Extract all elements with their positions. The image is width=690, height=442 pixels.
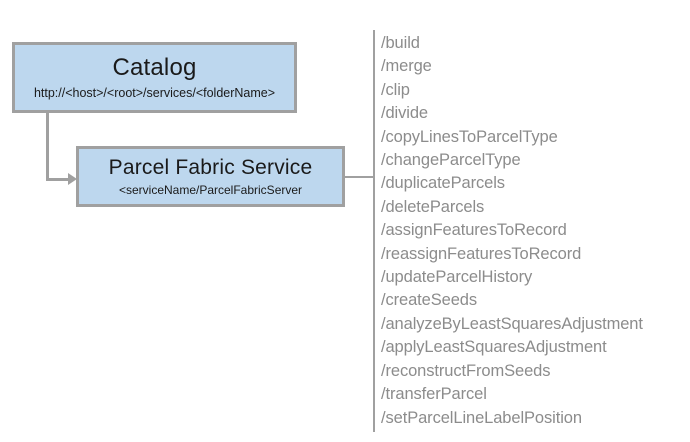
operation-item: /createSeeds bbox=[381, 291, 478, 310]
node-service-title: Parcel Fabric Service bbox=[108, 155, 313, 179]
operation-item: /reassignFeaturesToRecord bbox=[381, 244, 582, 263]
operation-item: /analyzeByLeastSquaresAdjustment bbox=[381, 314, 643, 333]
operations-divider-line bbox=[373, 30, 375, 432]
operation-item: /updateParcelHistory bbox=[381, 268, 533, 287]
operation-item: /applyLeastSquaresAdjustment bbox=[381, 338, 607, 357]
operation-item: /duplicateParcels bbox=[381, 174, 505, 193]
operation-item: /build bbox=[381, 34, 420, 52]
operation-item: /setParcelLineLabelPosition bbox=[381, 408, 582, 427]
connector-catalog-horizontal bbox=[46, 178, 70, 181]
operation-item: /deleteParcels bbox=[381, 197, 485, 216]
operation-item: /copyLinesToParcelType bbox=[381, 127, 558, 146]
node-catalog-url: http://<host>/<root>/services/<folderNam… bbox=[33, 85, 276, 100]
node-service-path: <serviceName/ParcelFabricServer bbox=[118, 182, 303, 197]
connector-service-to-operations bbox=[345, 176, 374, 178]
node-parcel-fabric-service: Parcel Fabric Service <serviceName/Parce… bbox=[76, 146, 345, 207]
node-catalog: Catalog http://<host>/<root>/services/<f… bbox=[12, 42, 297, 113]
operation-item: /divide bbox=[381, 104, 428, 123]
operation-item: /merge bbox=[381, 57, 432, 76]
operation-item: /changeParcelType bbox=[381, 151, 521, 170]
operation-item: /assignFeaturesToRecord bbox=[381, 221, 567, 240]
operation-item: /transferParcel bbox=[381, 385, 487, 404]
operation-item: /reconstructFromSeeds bbox=[381, 361, 551, 380]
operations-list: /build /merge /clip /divide /copyLinesTo… bbox=[381, 32, 681, 430]
operation-item: /clip bbox=[381, 80, 410, 99]
connector-catalog-vertical bbox=[46, 113, 49, 181]
node-catalog-title: Catalog bbox=[112, 53, 197, 81]
arrowhead-icon bbox=[68, 173, 77, 185]
